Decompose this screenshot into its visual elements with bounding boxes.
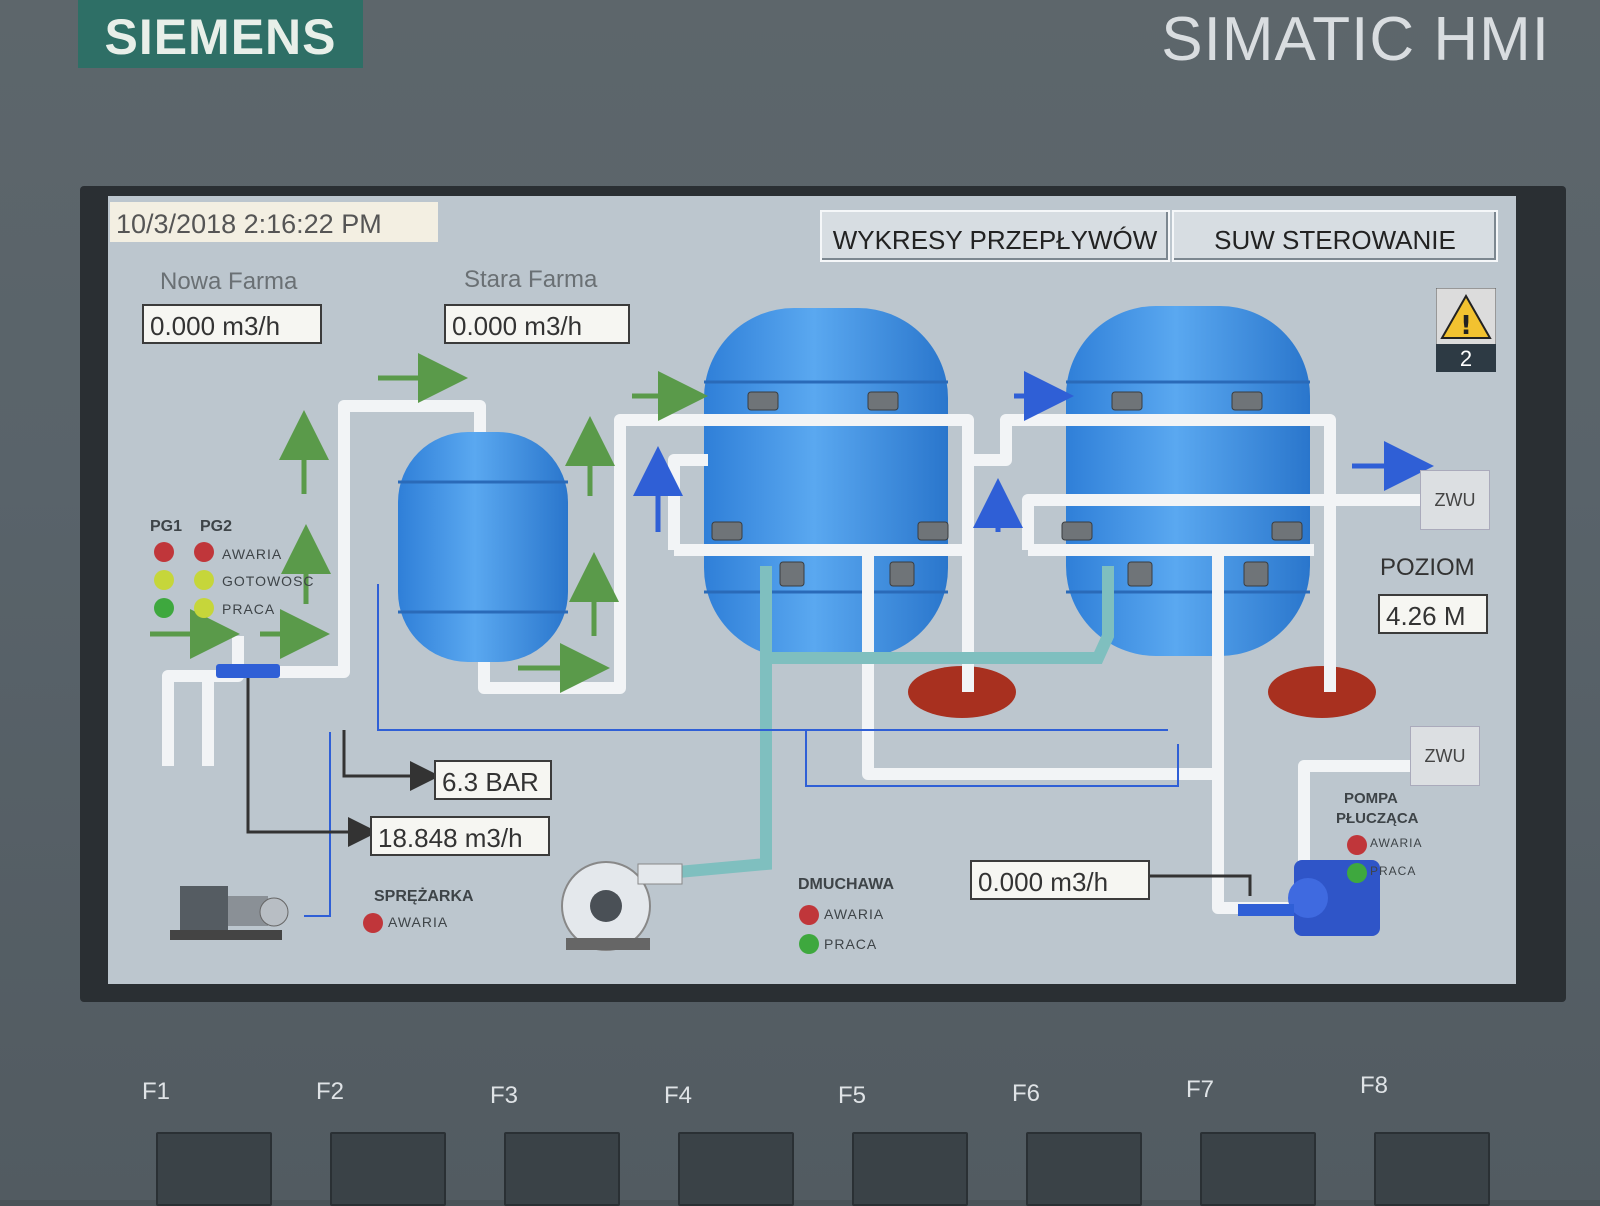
valve — [1271, 521, 1303, 541]
zwu-top-label: ZWU — [1420, 470, 1490, 530]
blower-icon — [561, 861, 683, 951]
valve — [1231, 391, 1263, 411]
compressor-label: SPRĘŻARKA — [374, 888, 474, 905]
svg-text:!: ! — [1460, 311, 1472, 341]
flow-charts-button[interactable]: WYKRESY PRZEPŁYWÓW — [820, 210, 1170, 262]
stara-farma-label: Stara Farma — [464, 266, 598, 293]
f4-key[interactable] — [678, 1132, 794, 1206]
blower-leds — [799, 905, 819, 954]
compressor-awaria-label: AWARIA — [388, 914, 449, 930]
f1-label: F1 — [142, 1078, 171, 1105]
f8-key[interactable] — [1374, 1132, 1490, 1206]
valve — [711, 521, 743, 541]
f2-label: F2 — [316, 1078, 345, 1105]
drain-2 — [1268, 666, 1376, 718]
flush-flow-display: 0.000 m3/h — [970, 860, 1150, 900]
pressure-display: 6.3 BAR — [434, 760, 552, 800]
f1-key[interactable] — [156, 1132, 272, 1206]
pg2-label: PG2 — [200, 518, 233, 535]
f5-label: F5 — [838, 1082, 867, 1109]
blower-awaria-label: AWARIA — [824, 906, 885, 922]
zwu-bottom-label: ZWU — [1410, 726, 1480, 786]
flush-pump-awaria-label: AWARIA — [1370, 836, 1423, 850]
main-flow-display: 18.848 m3/h — [370, 816, 550, 856]
f3-key[interactable] — [504, 1132, 620, 1206]
f2-key[interactable] — [330, 1132, 446, 1206]
f6-key[interactable] — [1026, 1132, 1142, 1206]
f8-label: F8 — [1360, 1072, 1389, 1099]
pg1-label: PG1 — [150, 518, 183, 535]
process-diagram — [150, 306, 1434, 951]
compressor-alarm-led — [363, 913, 383, 933]
f7-key[interactable] — [1200, 1132, 1316, 1206]
valve — [867, 391, 899, 411]
pump-praca-label: PRACA — [222, 601, 276, 617]
pump-status-leds — [154, 542, 214, 618]
valve — [747, 391, 779, 411]
level-display: 4.26 M — [1378, 594, 1488, 634]
flush-pump-praca-label: PRACA — [1370, 864, 1417, 878]
compressor-icon — [170, 886, 289, 940]
f4-label: F4 — [664, 1082, 693, 1109]
siemens-logo: SIEMENS — [78, 0, 363, 68]
flush-pump-label-2: PŁUCZĄCA — [1336, 810, 1419, 827]
nowa-farma-flow: 0.000 m3/h — [142, 304, 322, 344]
valve — [779, 561, 805, 587]
f6-label: F6 — [1012, 1080, 1041, 1107]
f7-label: F7 — [1186, 1076, 1215, 1103]
alarm-indicator[interactable]: ! 2 — [1435, 287, 1497, 373]
level-label: POZIOM — [1380, 554, 1475, 581]
datetime-display: 10/3/2018 2:16:22 PM — [110, 202, 438, 242]
pump-gotowosc-label: GOTOWOSC — [222, 573, 315, 589]
small-tank — [398, 432, 568, 662]
valve — [1127, 561, 1153, 587]
flush-pump-label-1: POMPA — [1344, 790, 1398, 807]
blower-label: DMUCHAWA — [798, 876, 894, 893]
pump-awaria-label: AWARIA — [222, 546, 283, 562]
valve — [1243, 561, 1269, 587]
stara-farma-flow: 0.000 m3/h — [444, 304, 630, 344]
valve — [1061, 521, 1093, 541]
filter-tank-1 — [704, 308, 948, 658]
flush-pump-leds — [1347, 835, 1367, 883]
valve — [889, 561, 915, 587]
control-button[interactable]: SUW STEROWANIE — [1172, 210, 1498, 262]
valve — [1111, 391, 1143, 411]
valve — [917, 521, 949, 541]
hmi-screen: 10/3/2018 2:16:22 PM WYKRESY PRZEPŁYWÓW … — [108, 196, 1516, 984]
blower-praca-label: PRACA — [824, 936, 878, 952]
simatic-hmi-label: SIMATIC HMI — [1161, 5, 1550, 74]
f3-label: F3 — [490, 1082, 519, 1109]
flow-meter — [216, 664, 280, 678]
nowa-farma-label: Nowa Farma — [160, 268, 298, 295]
f5-key[interactable] — [852, 1132, 968, 1206]
alarm-count: 2 — [1459, 346, 1473, 371]
